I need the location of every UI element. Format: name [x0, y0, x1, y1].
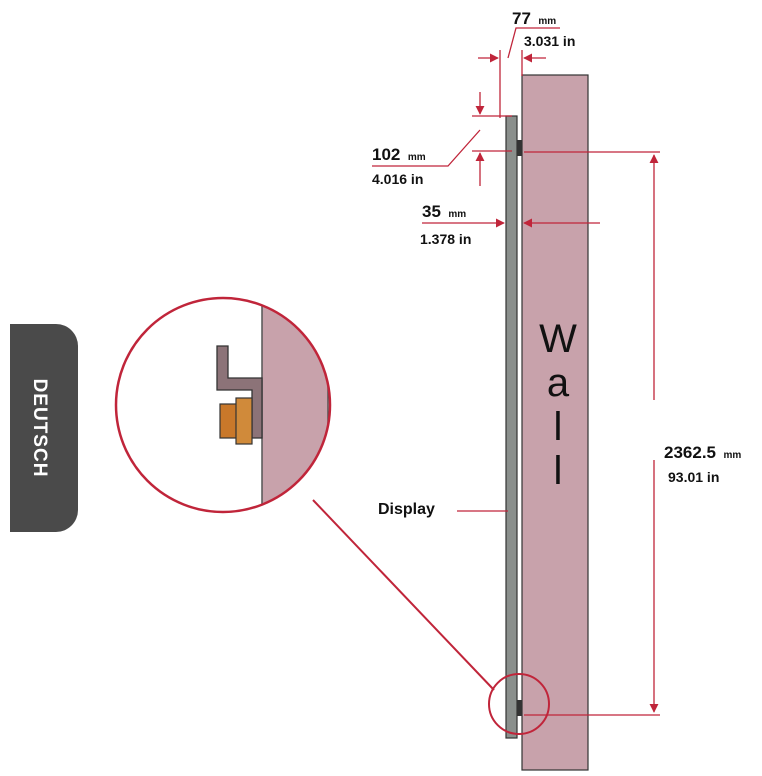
- zoom-connector: [312, 499, 495, 691]
- depth-value: 77 mm: [512, 9, 556, 28]
- top-bracket: [517, 140, 522, 156]
- language-tab[interactable]: [10, 324, 78, 532]
- wall-letter-l2: l: [554, 449, 563, 493]
- zoom-detail: [114, 296, 332, 514]
- top-offset-value: 102 mm: [372, 145, 426, 164]
- display-panel: [505, 115, 518, 739]
- wall-letter-a: a: [547, 361, 570, 405]
- depth-imperial: 3.031 in: [524, 33, 575, 49]
- top-offset-imperial: 4.016 in: [372, 171, 423, 187]
- display-label: Display: [378, 501, 435, 518]
- wall-gap-value: 35 mm: [422, 202, 466, 221]
- wall-gap-imperial: 1.378 in: [420, 231, 471, 247]
- bottom-bracket: [517, 700, 522, 716]
- depth-dimension: [478, 27, 560, 118]
- height-imperial: 93.01 in: [668, 469, 719, 485]
- wall: [521, 74, 589, 771]
- wall-letter-l1: l: [554, 405, 563, 449]
- top-offset-dimension: [372, 92, 512, 186]
- wall-letter-w: W: [539, 317, 577, 361]
- height-value: 2362.5 mm: [664, 443, 741, 462]
- detail-marker-circle: [488, 673, 550, 735]
